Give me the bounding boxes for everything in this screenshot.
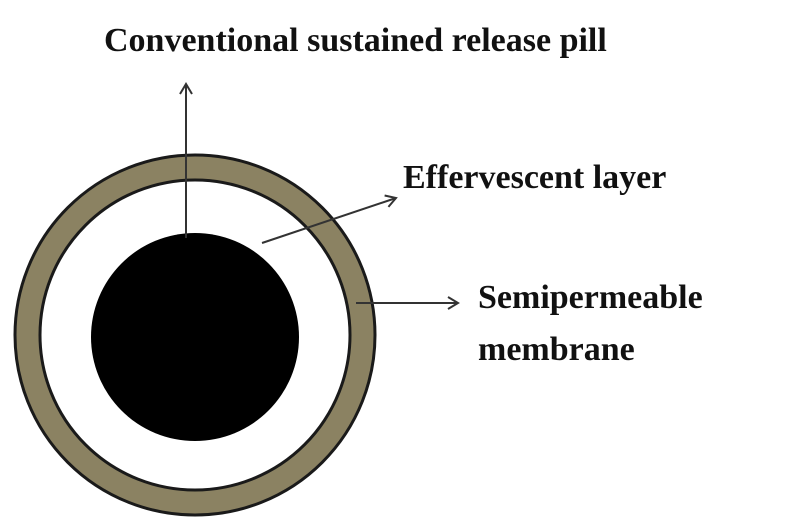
effervescent-label: Effervescent layer xyxy=(403,159,666,196)
membrane-label-line-2: membrane xyxy=(478,331,635,368)
pill-core xyxy=(91,233,299,441)
effervescent-arrow xyxy=(261,194,398,244)
membrane-label-line-1: Semipermeable xyxy=(478,279,703,316)
pill-label: Conventional sustained release pill xyxy=(104,22,607,59)
